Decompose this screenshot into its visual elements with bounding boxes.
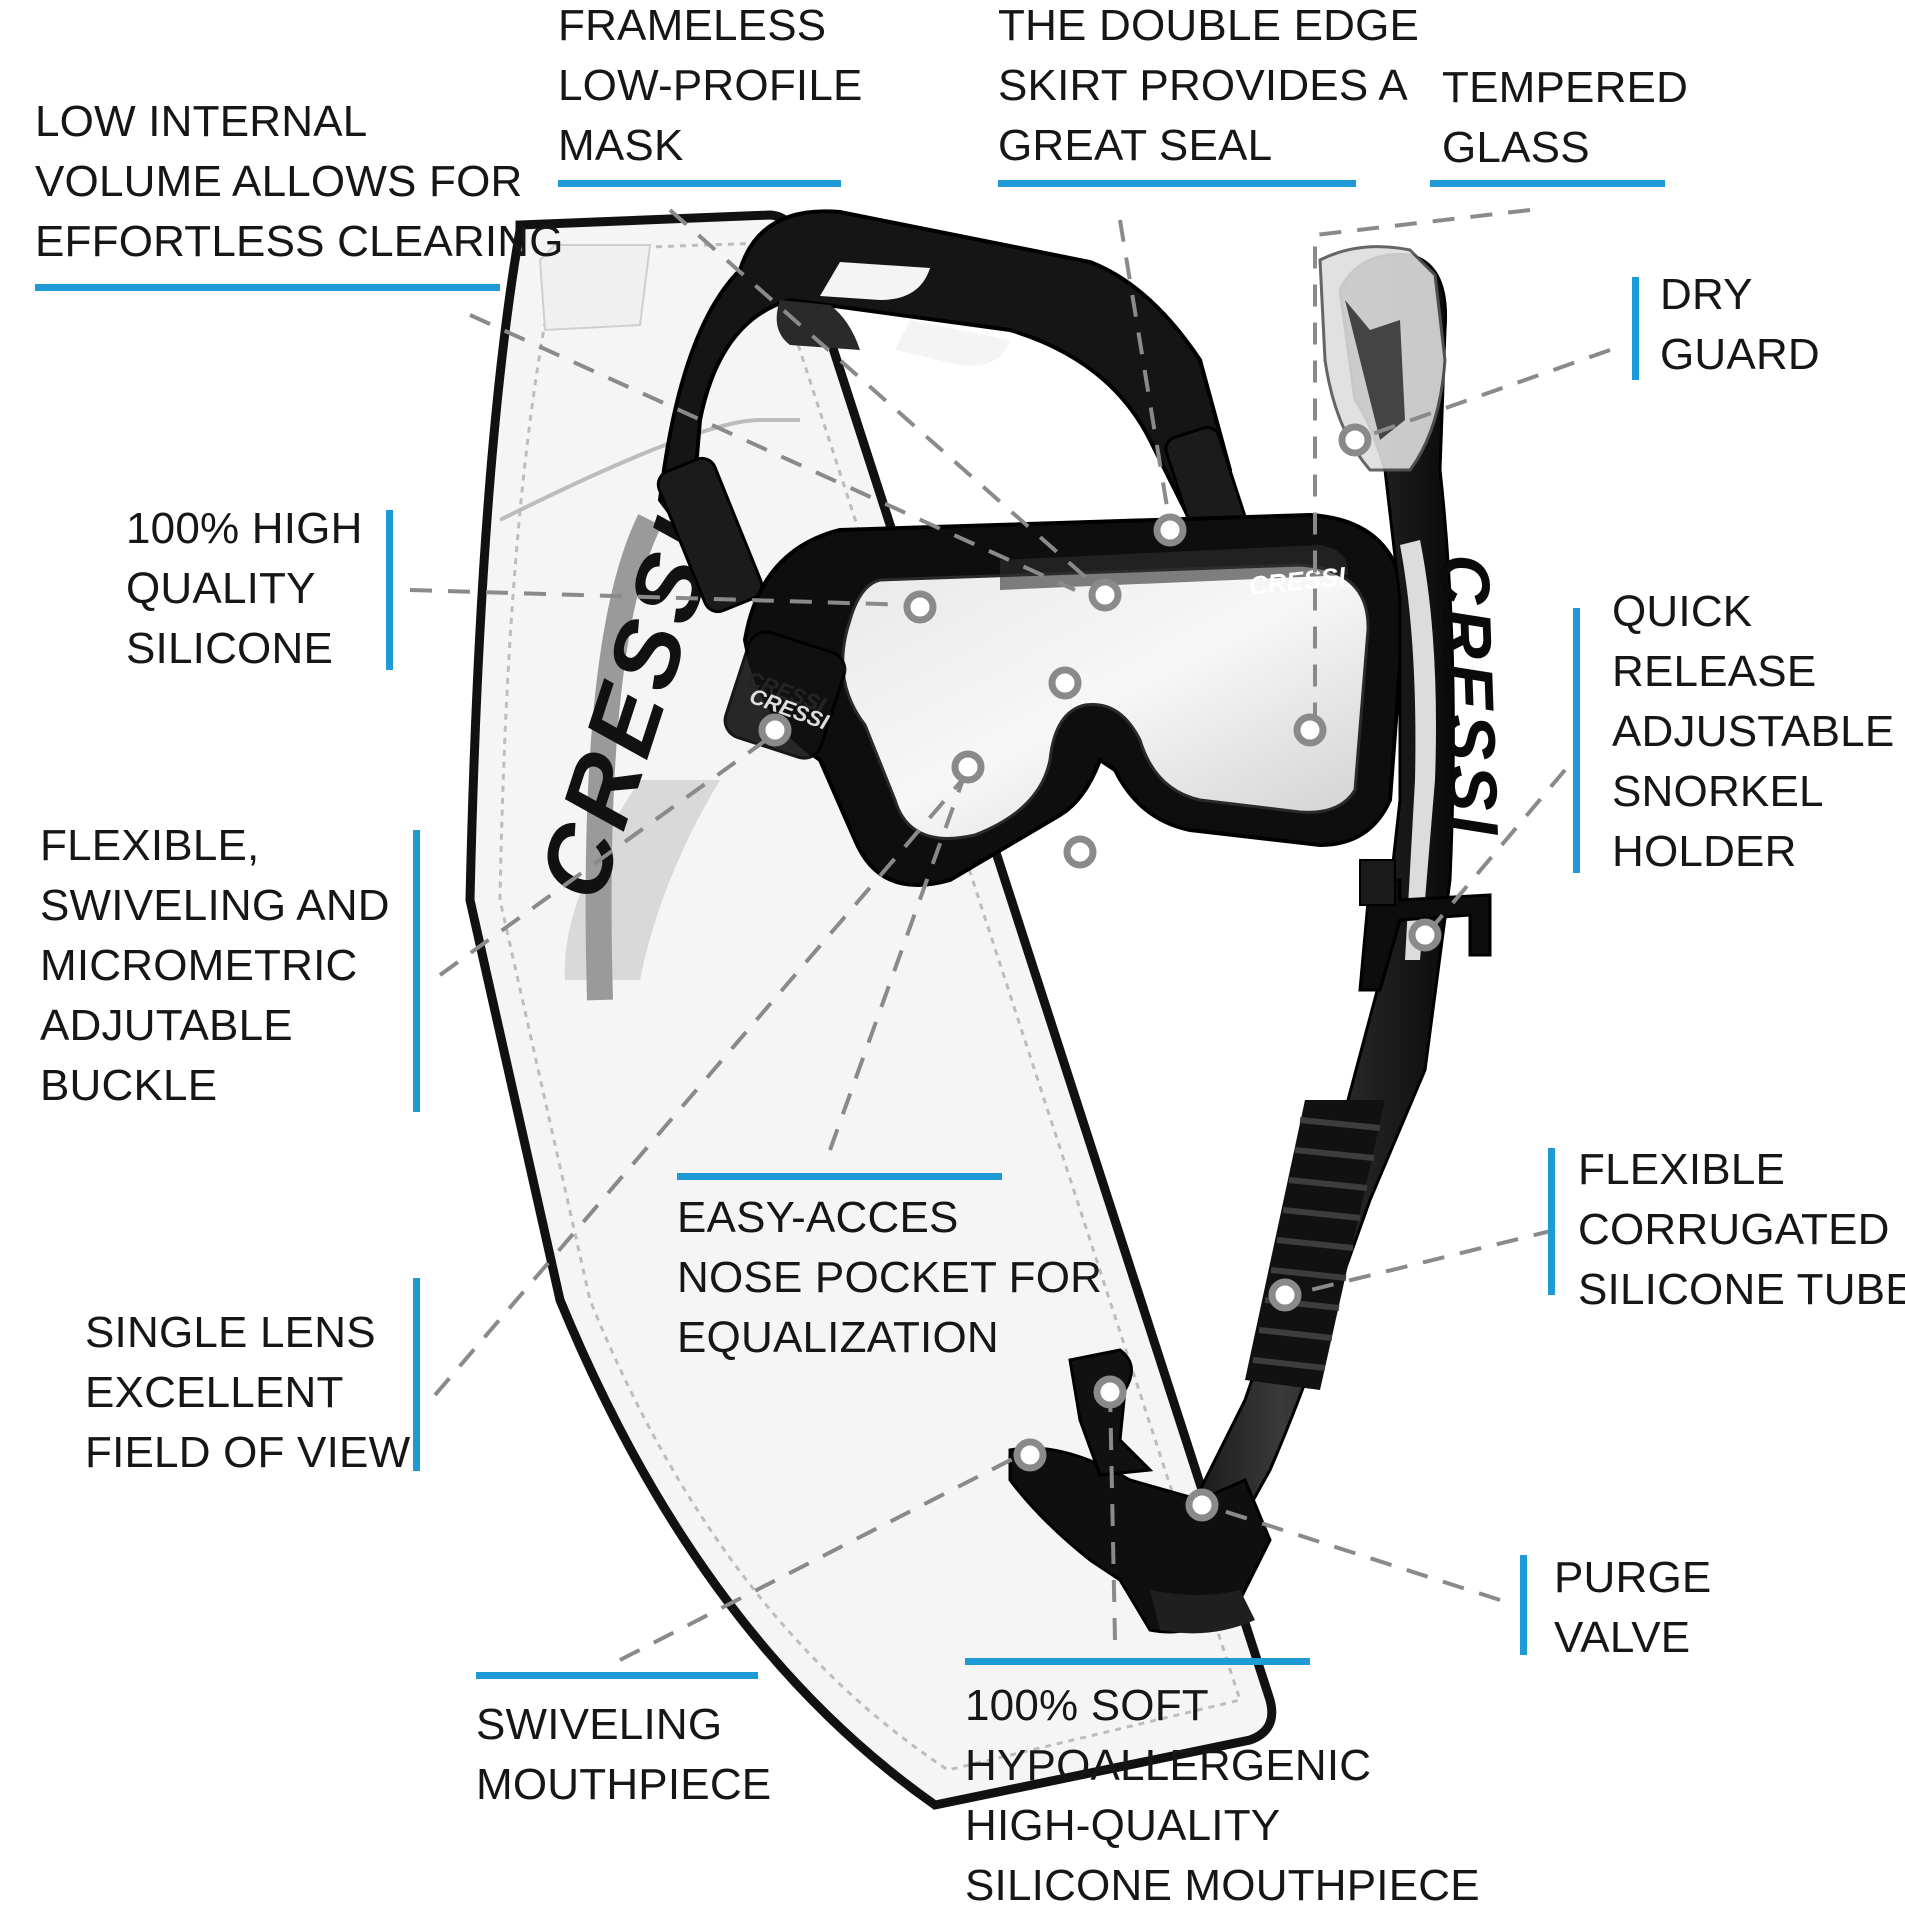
callout-dot (1063, 835, 1097, 869)
label-low-internal-volume: LOW INTERNAL VOLUME ALLOWS FOR EFFORTLES… (35, 97, 564, 266)
mask-strap (656, 209, 1251, 614)
label-single-lens: SINGLE LENS EXCELLENT FIELD OF VIEW (85, 1308, 411, 1477)
callout-dot (1293, 713, 1327, 747)
callout-dot (1013, 1438, 1047, 1472)
label-double-edge-skirt: THE DOUBLE EDGE SKIRT PROVIDES A GREAT S… (998, 1, 1420, 170)
callout-dot (1185, 1488, 1219, 1522)
accent-bar (677, 1173, 1002, 1180)
callout-dot (1088, 578, 1122, 612)
callout-dot (1268, 1278, 1302, 1312)
accent-bar (413, 830, 420, 1112)
label-tempered-glass: TEMPERED GLASS (1442, 63, 1689, 172)
callout-dot (903, 590, 937, 624)
callout-lines (409, 208, 1611, 1662)
accent-bar (1520, 1555, 1527, 1655)
callout-dot (1048, 666, 1082, 700)
accent-bar (413, 1278, 420, 1471)
corrugated-tube (1245, 1100, 1385, 1390)
label-swiveling-buckle: FLEXIBLE, SWIVELING AND MICROMETRIC ADJU… (40, 821, 390, 1110)
snorkel: CRESSI (1008, 245, 1513, 1634)
label-corrugated-tube: FLEXIBLE CORRUGATED SILICONE TUBE (1578, 1145, 1905, 1314)
callout-dot (1093, 1375, 1127, 1409)
accent-bar (1548, 1148, 1555, 1295)
accent-bar (998, 180, 1356, 187)
label-quick-release-holder: QUICK RELEASE ADJUSTABLE SNORKEL HOLDER (1612, 587, 1895, 876)
callout-dot (1408, 918, 1442, 952)
accent-bar (35, 284, 500, 291)
callout-dot (1338, 423, 1372, 457)
label-nose-pocket: EASY-ACCES NOSE POCKET FOR EQUALIZATION (677, 1193, 1103, 1362)
label-purge-valve: PURGE VALVE (1554, 1553, 1712, 1662)
accent-bar (1573, 608, 1580, 873)
mouthpiece (1008, 1348, 1272, 1634)
snorkel-brand-logo: CRESSI (1425, 553, 1513, 840)
accent-bar (1632, 277, 1639, 380)
callout-dot (951, 750, 985, 784)
accent-bar (558, 180, 841, 187)
label-swiveling-mouthpiece: SWIVELING MOUTHPIECE (476, 1700, 772, 1809)
label-frameless-mask: FRAMELESS LOW-PROFILE MASK (558, 1, 863, 170)
label-high-quality-silicone: 100% HIGH QUALITY SILICONE (126, 504, 363, 673)
callout-dot (758, 713, 792, 747)
callout-dot (1153, 513, 1187, 547)
accent-bar (1430, 180, 1665, 187)
accent-bar (476, 1672, 758, 1679)
callout-dots (758, 423, 1442, 1522)
label-dry-guard: DRY GUARD (1660, 270, 1820, 379)
label-soft-mouthpiece: 100% SOFT HYPOALLERGENIC HIGH-QUALITY SI… (965, 1681, 1480, 1910)
accent-bar (386, 510, 393, 670)
accent-bar (965, 1658, 1310, 1665)
